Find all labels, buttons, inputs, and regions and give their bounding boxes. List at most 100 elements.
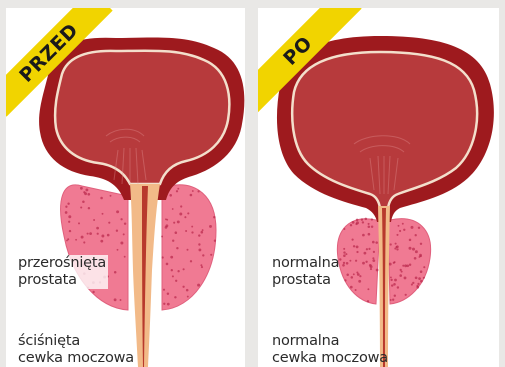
texture-dot bbox=[411, 226, 414, 229]
texture-dot bbox=[404, 276, 407, 279]
texture-dot bbox=[346, 262, 349, 265]
texture-dot bbox=[124, 256, 126, 258]
texture-dot bbox=[418, 277, 421, 280]
texture-dot bbox=[353, 245, 355, 247]
texture-dot bbox=[412, 282, 414, 284]
texture-dot bbox=[163, 303, 165, 305]
texture-dot bbox=[345, 253, 347, 255]
texture-dot bbox=[175, 231, 178, 234]
texture-dot bbox=[368, 233, 371, 236]
texture-dot bbox=[350, 286, 353, 289]
normal-urethra-label: normalna cewka moczowa bbox=[272, 333, 388, 367]
texture-dot bbox=[190, 194, 193, 197]
texture-dot bbox=[65, 206, 67, 208]
texture-dot bbox=[80, 206, 82, 208]
texture-dot bbox=[395, 243, 397, 245]
texture-dot bbox=[180, 205, 182, 207]
texture-dot bbox=[65, 211, 68, 214]
texture-dot bbox=[183, 268, 185, 270]
texture-dot bbox=[88, 207, 90, 209]
texture-dot bbox=[396, 248, 398, 250]
texture-dot bbox=[167, 303, 170, 306]
texture-dot bbox=[402, 265, 404, 267]
label-line: ściśnięta bbox=[18, 333, 134, 350]
texture-dot bbox=[368, 225, 371, 228]
texture-dot bbox=[201, 231, 204, 234]
texture-dot bbox=[409, 247, 412, 250]
texture-dot bbox=[372, 259, 375, 262]
texture-dot bbox=[367, 288, 369, 290]
texture-dot bbox=[409, 239, 412, 242]
texture-dot bbox=[213, 216, 215, 218]
texture-dot bbox=[176, 247, 178, 249]
texture-dot bbox=[177, 188, 179, 190]
texture-dot bbox=[97, 233, 99, 235]
texture-dot bbox=[364, 252, 367, 255]
texture-dot bbox=[417, 283, 419, 285]
texture-dot bbox=[343, 251, 345, 253]
texture-dot bbox=[174, 296, 176, 298]
texture-dot bbox=[403, 229, 405, 231]
texture-dot bbox=[69, 230, 71, 232]
texture-dot bbox=[353, 273, 355, 275]
texture-dot bbox=[100, 240, 103, 243]
texture-dot bbox=[167, 293, 169, 295]
texture-dot bbox=[172, 275, 174, 277]
texture-dot bbox=[87, 193, 90, 196]
texture-dot bbox=[368, 248, 370, 250]
label-line: normalna bbox=[272, 333, 388, 350]
texture-dot bbox=[399, 230, 401, 232]
texture-dot bbox=[192, 190, 194, 192]
texture-dot bbox=[191, 226, 193, 228]
texture-dot bbox=[202, 229, 204, 231]
texture-dot bbox=[423, 266, 425, 268]
texture-dot bbox=[175, 280, 177, 282]
texture-dot bbox=[170, 256, 173, 259]
texture-dot bbox=[370, 265, 373, 268]
texture-dot bbox=[116, 210, 119, 213]
texture-dot bbox=[108, 222, 110, 224]
normal-prostate-label: normalna prostata bbox=[272, 255, 339, 289]
texture-dot bbox=[373, 251, 375, 253]
texture-dot bbox=[398, 225, 400, 227]
texture-dot bbox=[397, 286, 399, 288]
texture-dot bbox=[414, 257, 417, 260]
texture-dot bbox=[423, 277, 425, 279]
texture-dot bbox=[342, 264, 345, 267]
texture-dot bbox=[187, 212, 189, 214]
texture-dot bbox=[102, 213, 104, 215]
texture-dot bbox=[83, 241, 85, 243]
texture-dot bbox=[390, 243, 392, 245]
texture-dot bbox=[352, 239, 354, 241]
texture-dot bbox=[361, 218, 363, 220]
texture-dot bbox=[110, 195, 112, 197]
texture-dot bbox=[415, 276, 418, 279]
texture-dot bbox=[376, 269, 379, 272]
texture-dot bbox=[68, 215, 71, 218]
texture-dot bbox=[117, 249, 119, 251]
texture-dot bbox=[372, 241, 375, 244]
before-panel: PRZED przerośnięta prostata ściśnięta ce… bbox=[6, 8, 245, 367]
texture-dot bbox=[343, 248, 345, 250]
texture-dot bbox=[81, 236, 84, 239]
texture-dot bbox=[366, 248, 368, 250]
texture-dot bbox=[372, 257, 374, 259]
enlarged-prostate-label: przerośnięta prostata bbox=[18, 255, 108, 289]
texture-dot bbox=[395, 246, 397, 248]
texture-dot bbox=[420, 243, 422, 245]
texture-dot bbox=[186, 289, 189, 292]
texture-dot bbox=[68, 221, 70, 223]
bladder bbox=[39, 37, 244, 200]
texture-dot bbox=[92, 291, 94, 293]
texture-dot bbox=[197, 284, 200, 287]
texture-dot bbox=[362, 221, 364, 223]
texture-dot bbox=[356, 271, 358, 273]
texture-dot bbox=[163, 289, 165, 291]
label-line: normalna bbox=[272, 255, 339, 272]
texture-dot bbox=[114, 298, 117, 301]
texture-dot bbox=[365, 261, 367, 263]
texture-dot bbox=[190, 260, 192, 262]
texture-dot bbox=[396, 234, 398, 236]
texture-dot bbox=[187, 296, 189, 298]
texture-dot bbox=[171, 269, 173, 271]
